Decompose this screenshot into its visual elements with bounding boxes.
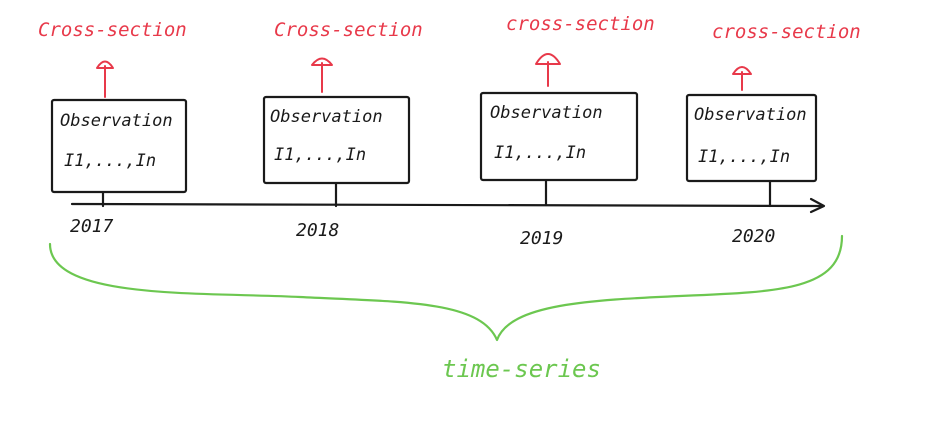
time-series-label: time-series [442, 355, 601, 383]
observation-box [50, 98, 188, 194]
up-arrow [732, 66, 752, 91]
observation-title: Observation [60, 111, 173, 131]
group-2017: Cross-section Observation I1,...,In 2017 [38, 19, 188, 237]
observation-items: I1,...,In [274, 145, 366, 165]
timeline-axis [70, 202, 825, 208]
observation-items: I1,...,In [64, 151, 156, 171]
year-label: 2018 [296, 220, 339, 241]
up-arrow [311, 57, 333, 93]
cross-section-label: Cross-section [274, 19, 423, 41]
time-series-brace [48, 234, 844, 342]
year-label: 2020 [732, 226, 775, 247]
up-arrow [535, 53, 561, 87]
up-arrow [96, 60, 114, 98]
cross-section-label: cross-section [712, 21, 861, 43]
observation-title: Observation [270, 107, 383, 127]
group-2018: Cross-section Observation I1,...,In 2018 [262, 19, 423, 241]
observation-title: Observation [490, 103, 603, 123]
year-label: 2017 [70, 216, 114, 237]
cross-section-label: Cross-section [38, 19, 187, 41]
group-2020: cross-section Observation I1,...,In 2020 [685, 21, 861, 247]
observation-title: Observation [694, 105, 807, 125]
group-2019: cross-section Observation I1,...,In 2019 [479, 13, 655, 249]
observation-box [685, 93, 818, 183]
timeline-arrowhead [809, 197, 826, 214]
observation-box [479, 91, 639, 182]
observation-box [262, 95, 411, 185]
year-label: 2019 [520, 228, 563, 249]
cross-section-label: cross-section [506, 13, 655, 35]
observation-items: I1,...,In [494, 143, 586, 163]
observation-items: I1,...,In [698, 147, 790, 167]
